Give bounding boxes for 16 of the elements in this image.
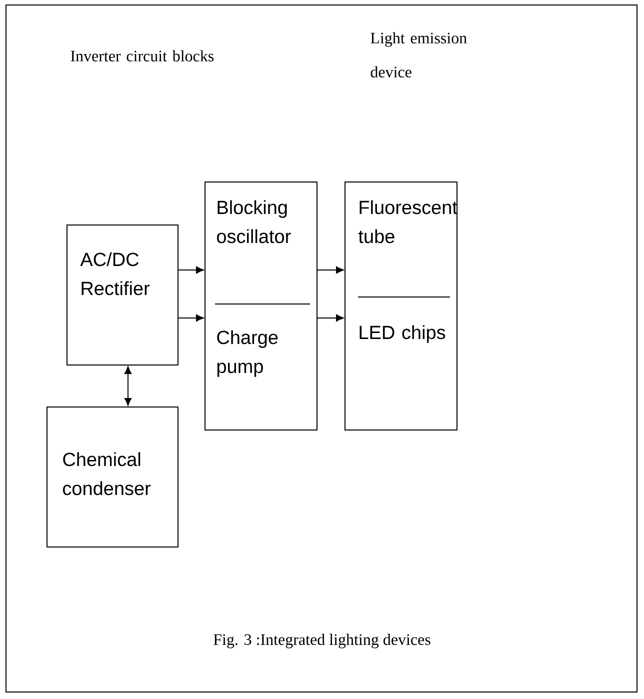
block-box: Chemical condenser (46, 406, 178, 548)
compartment-label: Blocking oscillator (217, 200, 291, 244)
block-box: AC/DC Rectifier (66, 224, 178, 366)
block-box (204, 182, 318, 430)
compartment-label: Charge pump (214, 304, 310, 377)
heading: Inverter circuit blocks (70, 50, 214, 62)
arrow (124, 366, 132, 406)
compartment-label: Fluorescent tube (358, 200, 458, 244)
block-box (344, 182, 458, 430)
arrow (178, 266, 204, 274)
arrow (178, 314, 204, 322)
arrow (316, 266, 344, 274)
compartment-label: LED chips (358, 296, 450, 343)
caption: Fig. 3 :Integrated lighting devices (214, 634, 430, 648)
arrow (316, 314, 344, 322)
heading: Light emission device (370, 32, 467, 78)
